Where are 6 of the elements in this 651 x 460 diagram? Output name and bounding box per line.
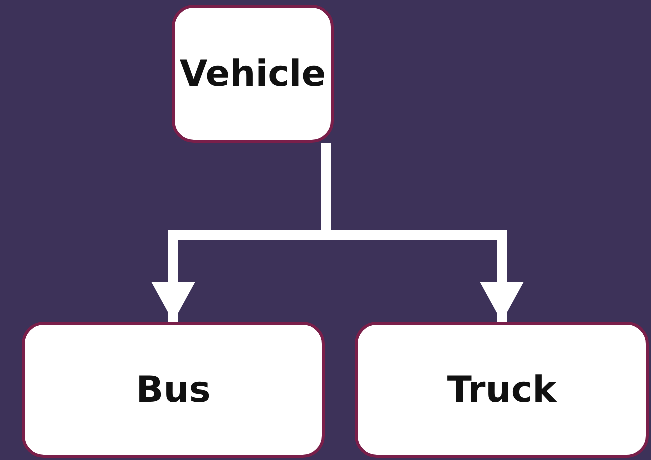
node-box bbox=[22, 322, 325, 458]
node-label: Vehicle bbox=[180, 54, 326, 94]
node-box bbox=[355, 322, 649, 458]
node-label: Truck bbox=[447, 370, 557, 410]
node-label: Bus bbox=[136, 370, 211, 410]
node-box bbox=[172, 5, 334, 143]
